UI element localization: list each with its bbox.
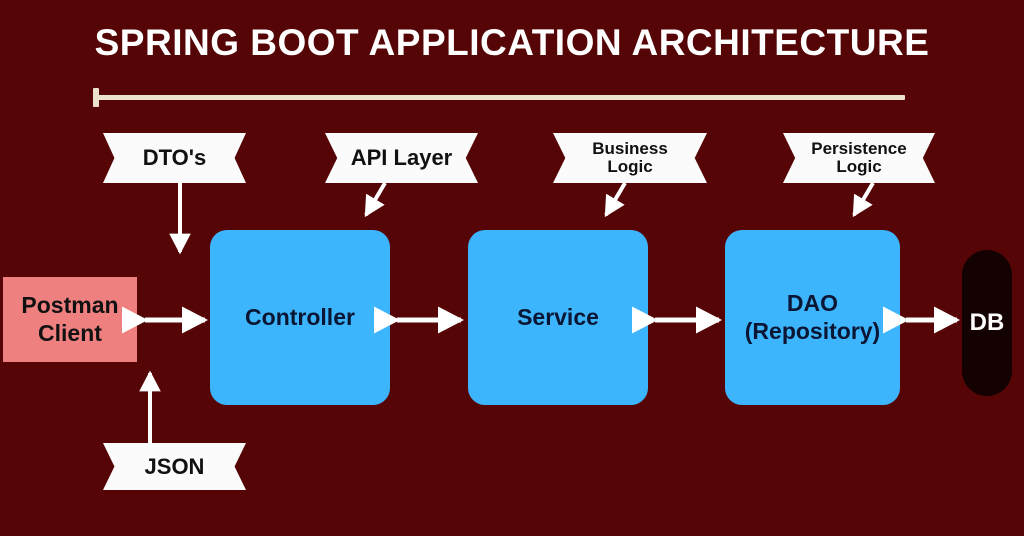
node-controller-label: Controller	[245, 303, 355, 330]
banner-api-layer[interactable]: API Layer	[325, 133, 478, 183]
banner-business-logic-label: Business Logic	[592, 138, 668, 176]
banner-persistence-logic[interactable]: Persistence Logic	[783, 133, 935, 183]
node-service[interactable]: Service	[468, 230, 648, 405]
banner-json[interactable]: JSON	[103, 443, 246, 490]
banner-dtos-label: DTO's	[142, 145, 207, 171]
banner-dtos[interactable]: DTO's	[103, 133, 246, 183]
node-postman-client-label: Postman Client	[21, 291, 119, 346]
divider-line	[97, 95, 905, 100]
node-database[interactable]: DB	[962, 250, 1012, 396]
node-dao-repository[interactable]: DAO (Repository)	[725, 230, 900, 405]
node-controller[interactable]: Controller	[210, 230, 390, 405]
banner-business-logic[interactable]: Business Logic	[553, 133, 707, 183]
node-dao-repository-label: DAO (Repository)	[744, 290, 881, 344]
connector-business-logic-to-service	[604, 181, 627, 218]
divider-tick	[93, 88, 99, 107]
page-title: SPRING BOOT APPLICATION ARCHITECTURE	[94, 22, 930, 63]
connector-api-layer-to-controller	[364, 181, 387, 218]
banner-persistence-logic-label: Persistence Logic	[811, 138, 907, 176]
banner-api-layer-label: API Layer	[350, 145, 453, 171]
node-postman-client[interactable]: Postman Client	[3, 277, 137, 362]
node-database-label: DB	[969, 309, 1005, 336]
banner-json-label: JSON	[144, 453, 205, 479]
node-service-label: Service	[517, 303, 599, 330]
connector-persistence-logic-to-dao	[852, 181, 875, 218]
title-divider	[93, 88, 905, 107]
